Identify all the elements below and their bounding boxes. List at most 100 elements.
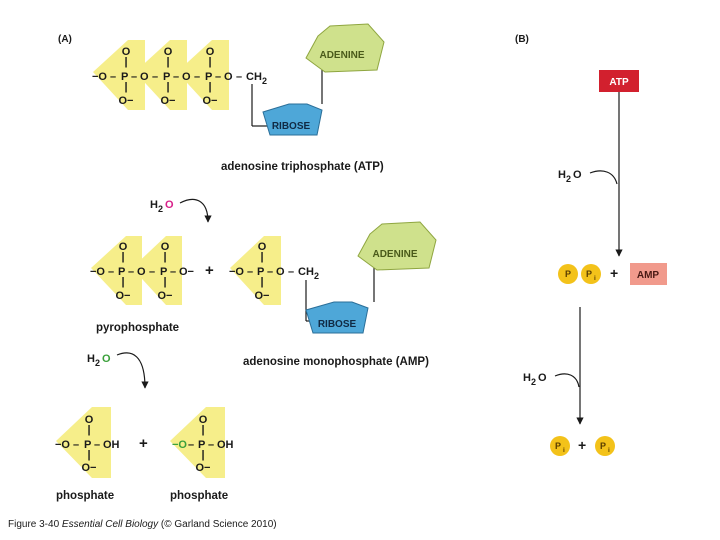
phosphate-2: O | | O− −O – P – OH [172,414,234,474]
svg-text:O−: O− [179,266,194,278]
svg-text:O−: O− [255,290,270,302]
svg-text:P: P [600,441,606,451]
svg-text:O: O [165,199,174,211]
svg-text:–: – [236,71,242,83]
svg-text:O: O [538,372,547,384]
svg-text:O: O [85,414,94,426]
svg-text:P: P [163,71,170,83]
svg-text:O: O [137,266,146,278]
svg-text:ADENINE: ADENINE [372,249,417,260]
svg-text:–: – [288,266,294,278]
svg-text:|: | [87,424,90,436]
pyrophosphate-label: pyrophosphate [96,322,179,334]
plus-sign-b1: + [610,265,618,281]
phosphate-2-tint [170,407,225,478]
svg-text:–: – [73,439,79,451]
svg-text:|: | [260,276,263,288]
pyrophosphate-circles: P P i [558,264,601,284]
amp-adenine: ADENINE [357,221,437,271]
figure-caption: Figure 3-40 Essential Cell Biology (© Ga… [8,519,277,530]
svg-text:O: O [140,71,149,83]
svg-text:O: O [224,71,233,83]
svg-text:|: | [121,276,124,288]
svg-text:−O: −O [55,439,70,451]
svg-text:|: | [87,449,90,461]
atp-adenine: ADENINE [305,23,385,73]
svg-text:|: | [166,56,169,68]
amp-phosphate: O | | O− −O – P – O – CH 2 [229,241,319,302]
svg-text:P: P [198,439,205,451]
amp-phosphate-tint [230,236,281,305]
svg-text:O: O [119,241,128,253]
svg-text:−O: −O [229,266,244,278]
phosphate-label-1: phosphate [56,490,114,502]
svg-text:P: P [565,269,571,279]
svg-text:H: H [87,353,95,365]
svg-text:–: – [173,71,179,83]
svg-text:–: – [215,71,221,83]
svg-text:–: – [108,266,114,278]
svg-text:2: 2 [95,358,100,368]
svg-text:O−: O− [119,95,134,107]
svg-text:|: | [121,251,124,263]
svg-text:–: – [247,266,253,278]
svg-text:–: – [149,266,155,278]
water-2: H 2 O [87,352,149,389]
svg-text:O: O [122,46,131,58]
phosphate-1-tint [56,407,111,478]
svg-text:|: | [260,251,263,263]
svg-text:O: O [206,46,215,58]
svg-text:|: | [201,424,204,436]
svg-text:O: O [258,241,267,253]
svg-text:–: – [267,266,273,278]
svg-text:–: – [188,439,194,451]
svg-text:CH: CH [298,266,314,278]
phosphate-1: O | | O− −O – P – OH [55,414,120,474]
amp-badge: AMP [630,263,667,285]
svg-text:P: P [121,71,128,83]
atp-phosphate-tints [93,40,229,110]
svg-text:|: | [124,81,127,93]
svg-text:H: H [558,169,566,181]
svg-text:H: H [523,372,531,384]
svg-text:–: – [170,266,176,278]
water-b2: H 2 O [523,372,580,388]
amp-ribose: RIBOSE [305,301,369,334]
svg-text:P: P [555,441,561,451]
svg-text:|: | [201,449,204,461]
svg-text:–: – [128,266,134,278]
svg-text:P: P [205,71,212,83]
svg-text:P: P [84,439,91,451]
svg-text:O−: O− [158,290,173,302]
svg-text:|: | [166,81,169,93]
svg-text:O: O [573,169,582,181]
atp-badge: ATP [599,70,639,92]
svg-text:2: 2 [566,174,571,184]
svg-text:O−: O− [161,95,176,107]
atp-phosphate-1: O | O− | [119,46,134,107]
atp-triphosphate: O | O− | O | O− | O | O− | −O – P – O – … [92,46,267,107]
plus-sign-b2: + [578,437,586,453]
svg-text:–: – [131,71,137,83]
svg-text:H: H [150,199,158,211]
svg-text:O−: O− [196,462,211,474]
svg-text:OH: OH [103,439,120,451]
amp-label: adenosine monophosphate (AMP) [243,356,429,368]
svg-text:P: P [160,266,167,278]
svg-text:P: P [257,266,264,278]
svg-text:2: 2 [531,377,536,387]
svg-text:OH: OH [217,439,234,451]
svg-text:RIBOSE: RIBOSE [318,319,357,330]
svg-text:O: O [102,353,111,365]
svg-text:|: | [124,56,127,68]
svg-text:–: – [208,439,214,451]
atp-phosphate-2: O | O− | [161,46,176,107]
svg-text:–: – [194,71,200,83]
svg-text:2: 2 [262,76,267,86]
panel-a-label: (A) [58,34,72,45]
svg-text:RIBOSE: RIBOSE [272,121,311,132]
svg-text:i: i [563,447,565,454]
water-b1: H 2 O [558,169,618,185]
pyrophosphate: O | | O− O | | O− −O – P – O – P – O− [90,241,194,302]
svg-text:AMP: AMP [637,270,660,281]
